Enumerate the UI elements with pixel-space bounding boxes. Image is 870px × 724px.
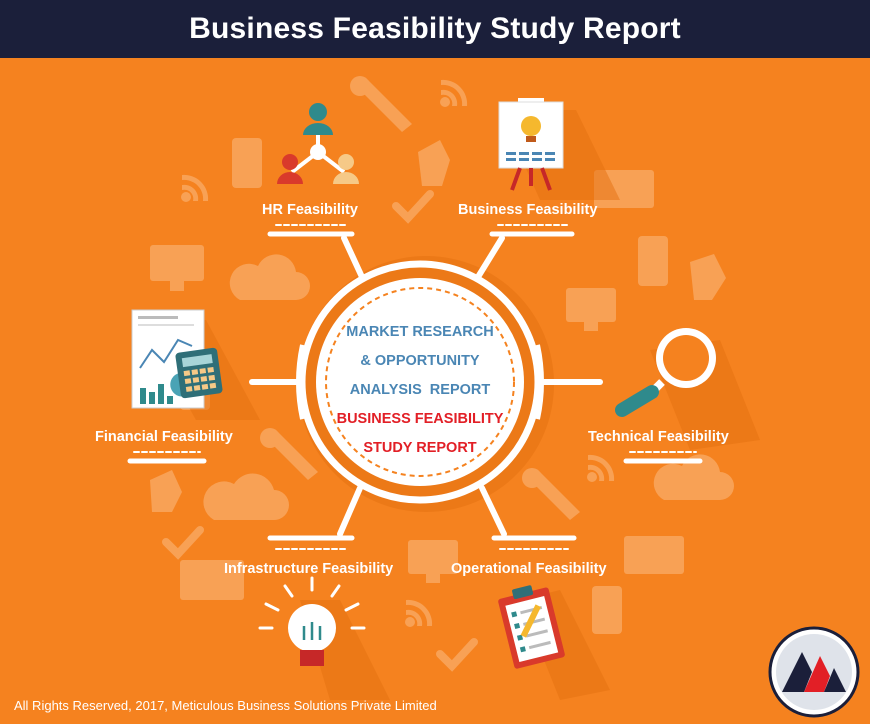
center-line-5: STUDY REPORT: [363, 440, 477, 456]
center-line-4: BUSINESS FEASIBILITY: [336, 411, 504, 427]
center-line-3: ANALYSIS REPORT: [349, 382, 491, 398]
page-title: Business Feasibility Study Report: [189, 12, 681, 45]
thumbs-up-icon: [150, 140, 726, 512]
title-bar: Business Feasibility Study Report: [0, 0, 870, 58]
wifi-icon: [181, 174, 209, 202]
check-icon: [162, 190, 478, 672]
node-label-infrastructure: Infrastructure Feasibility: [224, 561, 394, 577]
spoke-infrastructure: [337, 485, 363, 537]
company-logo: [768, 626, 860, 718]
presentation-easel-icon: [498, 98, 620, 200]
center-dashed-ring: [325, 287, 515, 477]
cloud-icon: [203, 254, 734, 520]
lightbulb-icon: [258, 576, 390, 700]
copyright-footer: All Rights Reserved, 2017, Meticulous Bu…: [14, 698, 437, 713]
node-label-hr: HR Feasibility: [262, 202, 358, 218]
wifi-icon: [440, 79, 468, 107]
node-label-financial: Financial Feasibility: [95, 429, 233, 445]
wifi-icon: [405, 599, 433, 627]
checklist-clipboard-icon: [498, 585, 610, 700]
monitor-icon: [150, 245, 616, 583]
spoke-operational: [479, 485, 507, 537]
spoke-hr: [341, 235, 365, 280]
center-line-2: & OPPORTUNITY: [360, 353, 480, 369]
node-label-business: Business Feasibility: [458, 202, 598, 218]
financial-report-icon: [131, 309, 260, 420]
team-network-icon: [277, 103, 359, 184]
center-line-1: MARKET RESEARCH: [346, 324, 494, 340]
spoke-business: [475, 235, 505, 280]
center-disc: [316, 278, 524, 486]
wrench-icon: [260, 76, 580, 520]
wifi-icon: [587, 454, 615, 482]
node-label-operational: Operational Feasibility: [451, 561, 607, 577]
magnifier-icon: [615, 328, 760, 450]
center-caption: MARKET RESEARCH & OPPORTUNITY ANALYSIS R…: [320, 318, 520, 463]
node-label-technical: Technical Feasibility: [588, 429, 729, 445]
